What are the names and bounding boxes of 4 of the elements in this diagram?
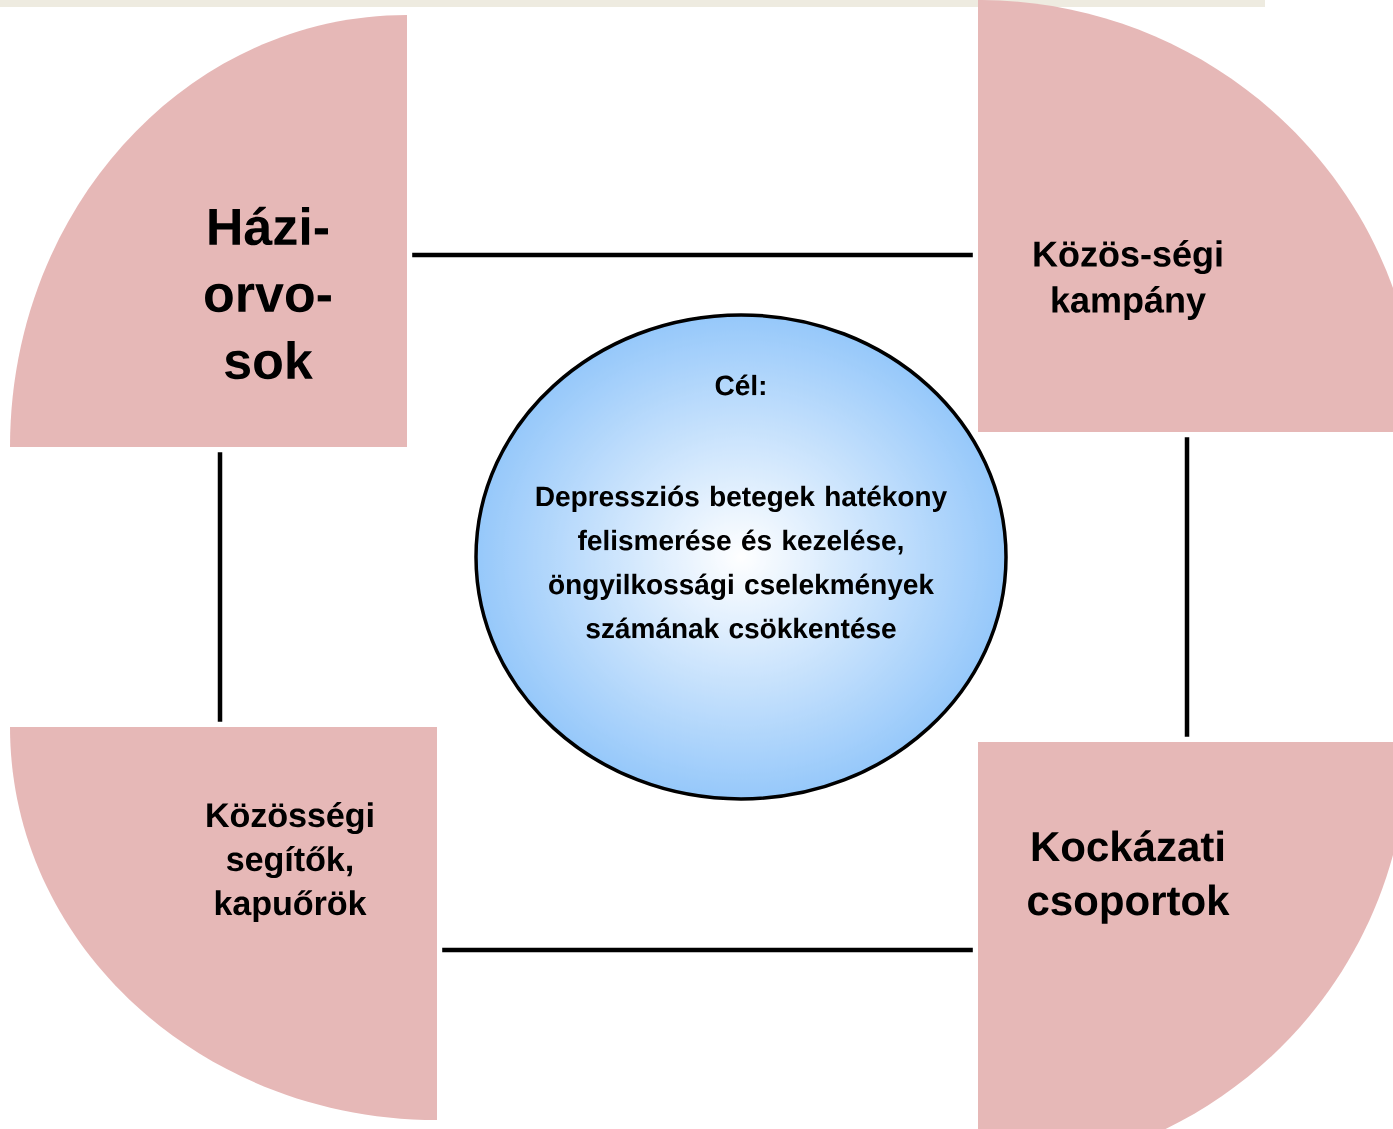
connector-line <box>217 452 223 722</box>
connector-line <box>442 947 973 953</box>
connector-line <box>412 252 973 258</box>
connector-line <box>1184 437 1190 737</box>
